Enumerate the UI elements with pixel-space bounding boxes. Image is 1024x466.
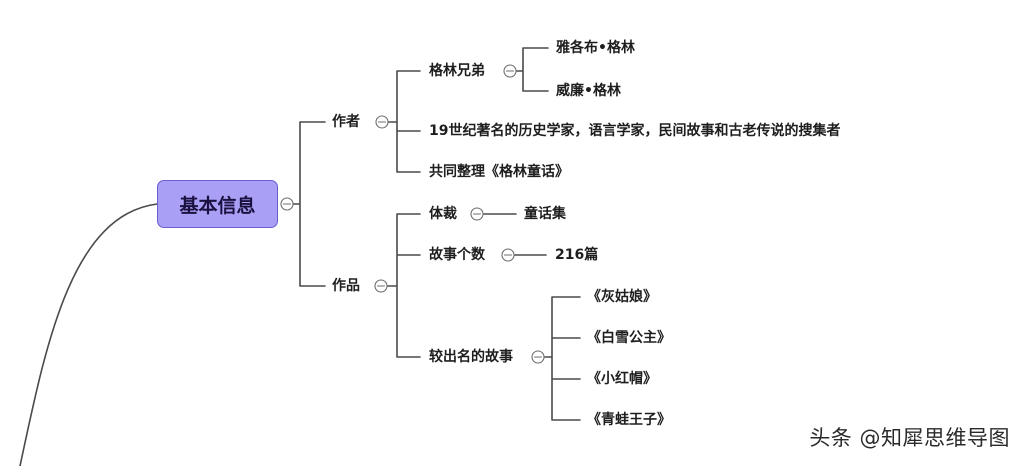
- root-node[interactable]: 基本信息: [157, 180, 278, 228]
- node-story-snow-white[interactable]: 《白雪公主》: [587, 330, 671, 346]
- incoming-branch-curve: [19, 203, 158, 466]
- node-genre[interactable]: 体裁: [429, 206, 457, 222]
- node-works[interactable]: 作品: [332, 278, 360, 294]
- node-jacob-grimm[interactable]: 雅各布•格林: [556, 40, 635, 56]
- node-author[interactable]: 作者: [332, 114, 360, 130]
- watermark-text: 头条 @知犀思维导图: [809, 426, 1010, 450]
- node-story-frog-prince[interactable]: 《青蛙王子》: [587, 412, 671, 428]
- node-grimm-brothers[interactable]: 格林兄弟: [429, 63, 485, 79]
- connector-works-children: [387, 213, 421, 358]
- node-story-count-value[interactable]: 216篇: [555, 247, 599, 263]
- node-story-cinderella[interactable]: 《灰姑娘》: [587, 289, 657, 305]
- node-famous-stories[interactable]: 较出名的故事: [429, 349, 513, 365]
- node-genre-value[interactable]: 童话集: [524, 206, 566, 222]
- node-story-red-riding-hood[interactable]: 《小红帽》: [587, 371, 657, 387]
- node-compiled-works[interactable]: 共同整理《格林童话》: [429, 164, 569, 180]
- connector-brothers-members: [516, 47, 549, 92]
- node-wilhelm-grimm[interactable]: 威廉•格林: [556, 83, 621, 99]
- connector-stories-list: [544, 296, 581, 421]
- node-author-description[interactable]: 19世纪著名的历史学家，语言学家，民间故事和古老传说的搜集者: [429, 123, 841, 139]
- connector-root-branches: [292, 121, 326, 287]
- node-story-count[interactable]: 故事个数: [429, 247, 485, 263]
- connector-author-children: [388, 70, 421, 173]
